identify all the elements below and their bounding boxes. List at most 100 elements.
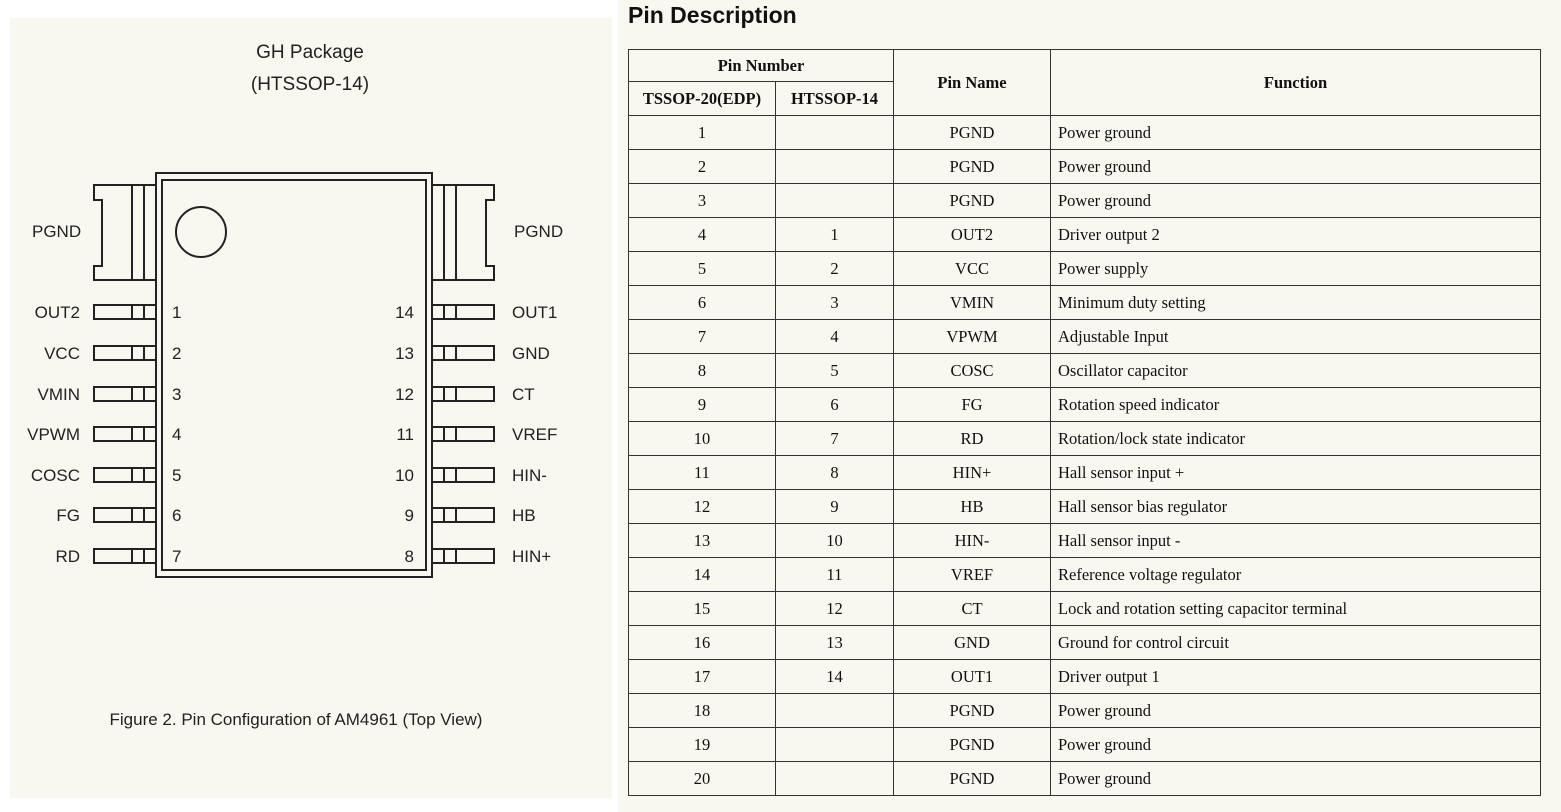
- right-pin-lead: [431, 426, 495, 442]
- cell-htssop: [775, 727, 894, 762]
- left-pin-lead: [93, 548, 157, 564]
- right-pin-number: 11: [396, 425, 414, 444]
- cell-htssop: [775, 761, 894, 796]
- cell-pin-name: VPWM: [893, 319, 1051, 354]
- right-pin-number: 8: [405, 547, 414, 566]
- cell-function: Power supply: [1050, 251, 1541, 286]
- cell-htssop: 13: [775, 625, 894, 660]
- cell-function: Power ground: [1050, 761, 1541, 796]
- right-pin-name: OUT1: [512, 303, 557, 322]
- cell-tssop: 3: [628, 183, 776, 218]
- cell-pin-name: FG: [893, 387, 1051, 422]
- cell-pin-name: PGND: [893, 149, 1051, 184]
- package-title: GH Package: [256, 42, 364, 63]
- ic-body-outer: [155, 172, 433, 578]
- section-title: Pin Description: [628, 2, 797, 28]
- tab-left-label: PGND: [32, 222, 81, 241]
- cell-pin-name: OUT1: [893, 659, 1051, 694]
- cell-function: Rotation speed indicator: [1050, 387, 1541, 422]
- cell-htssop: 6: [775, 387, 894, 422]
- cell-function: Driver output 1: [1050, 659, 1541, 694]
- cell-pin-name: PGND: [893, 183, 1051, 218]
- left-pin-number: 5: [172, 466, 181, 485]
- pin-description-section: Pin Description Pin Number Pin Name Func…: [618, 0, 1561, 812]
- right-pin-lead: [431, 386, 495, 402]
- cell-tssop: 11: [628, 455, 776, 490]
- cell-htssop: [775, 149, 894, 184]
- cell-htssop: [775, 183, 894, 218]
- cell-htssop: 3: [775, 285, 894, 320]
- left-pin-lead: [93, 386, 157, 402]
- right-pin-number: 12: [395, 385, 414, 404]
- header-htssop: HTSSOP-14: [775, 81, 894, 116]
- right-pin-lead: [431, 507, 495, 523]
- left-pin-lead: [93, 467, 157, 483]
- cell-htssop: 8: [775, 455, 894, 490]
- cell-function: Rotation/lock state indicator: [1050, 421, 1541, 456]
- ic-body-inner: [161, 179, 427, 571]
- cell-function: Hall sensor input -: [1050, 523, 1541, 558]
- pin1-marker: [175, 206, 227, 258]
- left-pin-lead: [93, 426, 157, 442]
- cell-htssop: 11: [775, 557, 894, 592]
- cell-pin-name: COSC: [893, 353, 1051, 388]
- package-subtitle: (HTSSOP-14): [250, 74, 370, 95]
- header-pin-number: Pin Number: [628, 49, 894, 82]
- right-pin-lead: [431, 548, 495, 564]
- tab-right-label: PGND: [514, 222, 563, 241]
- left-pin-name: RD: [55, 547, 80, 566]
- cell-tssop: 13: [628, 523, 776, 558]
- cell-htssop: 1: [775, 217, 894, 252]
- cell-tssop: 12: [628, 489, 776, 524]
- right-pin-number: 13: [395, 344, 414, 363]
- cell-htssop: 2: [775, 251, 894, 286]
- cell-htssop: 12: [775, 591, 894, 626]
- cell-tssop: 19: [628, 727, 776, 762]
- tab-right: [432, 184, 495, 281]
- cell-function: Lock and rotation setting capacitor term…: [1050, 591, 1541, 626]
- left-pin-number: 4: [172, 425, 181, 444]
- cell-pin-name: VREF: [893, 557, 1051, 592]
- cell-tssop: 8: [628, 353, 776, 388]
- right-pin-name: CT: [512, 385, 535, 404]
- left-pin-lead: [93, 304, 157, 320]
- cell-htssop: 4: [775, 319, 894, 354]
- figure-caption: Figure 2. Pin Configuration of AM4961 (T…: [109, 710, 483, 729]
- left-pin-name: VMIN: [38, 385, 81, 404]
- right-pin-number: 10: [395, 466, 414, 485]
- cell-tssop: 18: [628, 693, 776, 728]
- cell-pin-name: OUT2: [893, 217, 1051, 252]
- cell-pin-name: HIN-: [893, 523, 1051, 558]
- right-pin-lead: [431, 345, 495, 361]
- cell-function: Power ground: [1050, 727, 1541, 762]
- left-pin-name: VPWM: [27, 425, 80, 444]
- cell-htssop: [775, 115, 894, 150]
- cell-htssop: 5: [775, 353, 894, 388]
- cell-tssop: 20: [628, 761, 776, 796]
- cell-tssop: 6: [628, 285, 776, 320]
- right-pin-name: HIN+: [512, 547, 551, 566]
- left-pin-name: FG: [56, 506, 80, 525]
- cell-function: Minimum duty setting: [1050, 285, 1541, 320]
- cell-function: Driver output 2: [1050, 217, 1541, 252]
- cell-tssop: 16: [628, 625, 776, 660]
- cell-function: Adjustable Input: [1050, 319, 1541, 354]
- cell-tssop: 2: [628, 149, 776, 184]
- header-pin-name: Pin Name: [893, 49, 1051, 116]
- right-pin-number: 9: [405, 506, 414, 525]
- cell-tssop: 4: [628, 217, 776, 252]
- cell-pin-name: PGND: [893, 761, 1051, 796]
- left-pin-lead: [93, 345, 157, 361]
